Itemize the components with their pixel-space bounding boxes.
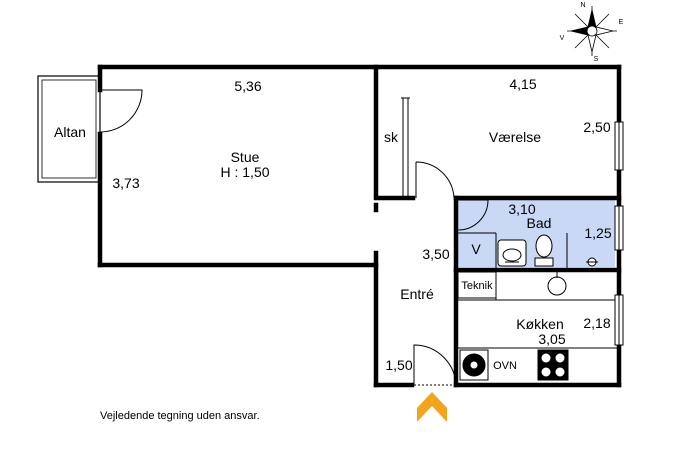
closet-label: sk — [384, 129, 399, 145]
kitchen-sink — [547, 276, 567, 296]
living-room-label: Stue — [231, 149, 260, 165]
kitchen-depth-dim: 2,18 — [583, 315, 610, 331]
compass-east: E — [619, 19, 624, 26]
entrance-door-dim: 1,50 — [385, 357, 412, 373]
balcony-label: Altan — [54, 124, 86, 140]
bedroom-depth-dim: 2,50 — [583, 119, 610, 135]
oven-label: OVN — [493, 360, 517, 372]
compass-north: N — [580, 2, 585, 9]
utility-label: V — [471, 241, 481, 257]
bedroom-label: Værelse — [489, 129, 541, 145]
toilet-tank — [534, 257, 554, 267]
technical-label: Teknik — [461, 280, 493, 292]
compass-west: V — [560, 35, 565, 42]
kitchen-width-dim: 3,05 — [538, 331, 565, 347]
compass-rose — [567, 6, 617, 56]
compass-south: S — [594, 56, 599, 63]
closet-doors — [401, 97, 410, 198]
toilet-bowl — [535, 234, 553, 258]
windows — [614, 121, 624, 346]
disclaimer: Vejledende tegning uden ansvar. — [100, 410, 260, 422]
kitchen-fixtures — [457, 271, 569, 381]
living-height-label: H : 1,50 — [220, 164, 269, 180]
entrance-arrow — [417, 392, 447, 422]
living-depth-dim: 3,73 — [112, 175, 139, 191]
doors — [99, 89, 489, 386]
bathroom-label: Bad — [527, 215, 552, 231]
bath-fixtures — [497, 234, 598, 267]
bathroom-depth-dim: 1,25 — [584, 225, 611, 241]
kitchen-label: Køkken — [516, 316, 563, 332]
living-width-dim: 5,36 — [234, 78, 261, 94]
bedroom-width-dim: 4,15 — [509, 76, 536, 92]
entrance-label: Entré — [400, 286, 434, 302]
entrance-depth-dim: 3,50 — [422, 246, 449, 262]
walls — [97, 64, 622, 388]
bathroom-width-dim: 3,10 — [508, 201, 535, 217]
